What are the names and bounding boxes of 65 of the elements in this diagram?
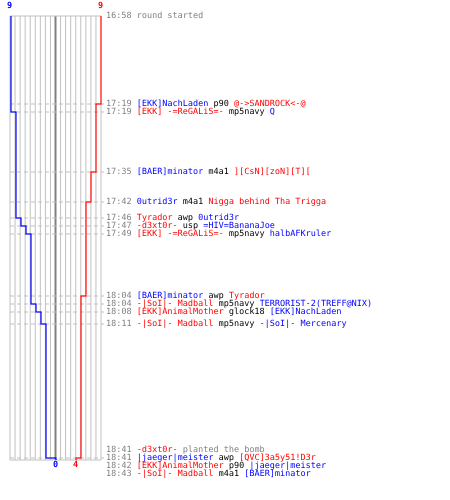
weapon-name: mp5navy [228, 229, 265, 239]
player-count: 9 [7, 2, 12, 10]
weapon-name: mp5navy [228, 107, 265, 117]
weapon-name: mp5navy [218, 299, 254, 309]
player-name: -|SoI|- Madball [136, 469, 214, 479]
timestamp: 17:42 [106, 197, 132, 207]
weapon-name: usp [182, 221, 198, 231]
player-name: =HIV=BananaJoe [203, 221, 275, 231]
player-name: -|SoI|- Madball [136, 299, 214, 309]
timestamp: 18:11 [106, 319, 132, 329]
player-name: -d3xt0r- [136, 221, 178, 231]
timestamp: 18:41 [106, 445, 132, 455]
timestamp: 18:04 [106, 299, 132, 309]
timestamp: 18:42 [106, 461, 132, 471]
player-name: |jaeger|meister [136, 453, 214, 463]
weapon-name: m4a1 [208, 167, 229, 177]
weapon-name: m4a1 [218, 469, 240, 479]
player-name: [EKK]NachLaden [270, 307, 342, 317]
timestamp: 17:35 [106, 167, 132, 177]
player-name: Nigga behind Tha Trigga [208, 197, 326, 207]
timestamp: 17:19 [106, 107, 132, 117]
timestamp: 17:49 [106, 229, 132, 239]
player-name: -|SoI|- Madball [136, 319, 214, 329]
weapon-name: awp [178, 213, 194, 223]
timestamp: 18:04 [106, 291, 132, 301]
timestamp: 16:58 [106, 11, 132, 21]
player-name: @->SANDROCK<-@ [234, 99, 306, 109]
player-count: 4 [73, 461, 78, 469]
player-name: Tyrador [228, 291, 265, 301]
player-name: [BAER]minator [244, 469, 311, 479]
weapon-name: mp5navy [218, 319, 254, 329]
player-count: 9 [98, 2, 104, 10]
timestamp: 18:08 [106, 307, 132, 317]
event-text: planted the bomb [182, 445, 265, 455]
timestamp: 18:43 [106, 469, 132, 479]
player-name: |jaeger|meister [249, 461, 326, 471]
weapon-name: p90 [228, 461, 244, 471]
player-name: halbAFKruler [270, 229, 332, 239]
player-name: 0utrid3r [136, 197, 178, 207]
player-name: [EKK]AnimalMother [136, 307, 224, 317]
player-name: [EKK]AnimalMother [136, 461, 224, 471]
timestamp: 18:41 [106, 453, 132, 463]
weapon-name: awp [218, 453, 234, 463]
player-name: Q [270, 107, 275, 117]
weapon-name: p90 [214, 99, 229, 109]
player-name: Tyrador [136, 213, 173, 223]
player-name: ][CsN][zoN][T][ [234, 167, 311, 177]
player-name: -d3xt0r- [136, 445, 178, 455]
timestamp: 17:19 [106, 99, 132, 109]
player-name: [BAER]minator [136, 291, 204, 301]
player-name: TERRORIST-2(TREFF@NIX) [260, 299, 372, 309]
player-name: [EKK] -=ReGALiS=- [136, 107, 224, 117]
timestamp: 17:46 [106, 213, 132, 223]
weapon-name: glock18 [228, 307, 265, 317]
player-name: [EKK] -=ReGALiS=- [136, 229, 224, 239]
player-name: [QVC]3a5y51!D3r [239, 453, 316, 463]
player-name: [BAER]minator [136, 167, 204, 177]
timestamp: 17:47 [106, 221, 132, 231]
player-count: 0 [53, 461, 58, 469]
player-name: -|SoI|- Mercenary [260, 319, 347, 329]
weapon-name: awp [208, 291, 224, 301]
weapon-name: m4a1 [182, 197, 204, 207]
event-text: round started [136, 11, 204, 21]
player-name: 0utrid3r [198, 213, 240, 223]
player-name: [EKK]NachLaden [136, 99, 208, 109]
